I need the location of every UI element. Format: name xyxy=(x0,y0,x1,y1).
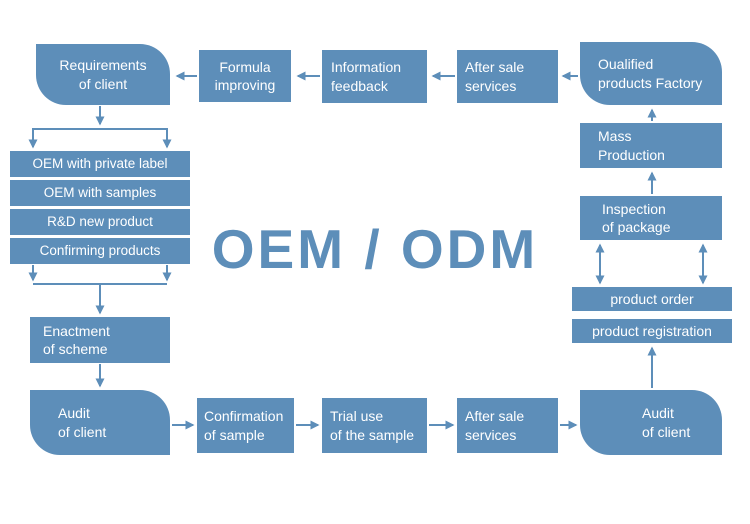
node-after-sale-services-bottom: After sale services xyxy=(457,398,558,453)
node-formula-improving: Formula improving xyxy=(199,50,291,102)
node-inspection-of-package: Inspection of package xyxy=(580,196,722,240)
node-label: Information feedback xyxy=(331,59,402,94)
node-label: Confirmation of sample xyxy=(204,408,284,443)
node-rd-new-product: R&D new product xyxy=(10,209,190,235)
node-label: After sale services xyxy=(465,408,525,443)
node-label: product registration xyxy=(592,322,712,339)
node-label: Trial use of the sample xyxy=(330,408,415,443)
node-label: Formula improving xyxy=(214,58,276,93)
node-confirming-products: Confirming products xyxy=(10,238,190,264)
node-mass-production: Mass Production xyxy=(580,123,722,168)
node-product-registration: product registration xyxy=(572,319,732,343)
node-information-feedback: Information feedback xyxy=(322,50,427,103)
node-label: After sale services xyxy=(465,59,525,94)
node-after-sale-services-top: After sale services xyxy=(457,50,558,103)
node-label: product order xyxy=(610,290,694,307)
node-product-order: product order xyxy=(572,287,732,311)
node-label: OEM with private label xyxy=(32,156,168,172)
node-label: OEM with samples xyxy=(43,185,157,201)
node-label: Mass Production xyxy=(598,128,665,163)
node-confirmation-of-sample: Confirmation of sample xyxy=(197,398,294,453)
node-label: Confirming products xyxy=(39,243,161,259)
node-oem-with-samples: OEM with samples xyxy=(10,180,190,206)
node-audit-of-client-right: Audit of client xyxy=(580,390,722,455)
node-label: Requirements of client xyxy=(59,57,147,92)
node-requirements-of-client: Requirements of client xyxy=(36,44,170,105)
node-oem-private-label: OEM with private label xyxy=(10,151,190,177)
node-trial-use-of-sample: Trial use of the sample xyxy=(322,398,427,453)
node-enactment-of-scheme: Enactment of scheme xyxy=(30,317,170,363)
node-label: Inspection of package xyxy=(602,200,671,235)
node-label: R&D new product xyxy=(47,214,153,230)
node-label: Oualified products Factory xyxy=(598,56,703,91)
node-label: Audit of client xyxy=(58,405,107,440)
diagram-title: OEM / ODM xyxy=(211,218,539,280)
node-label: Audit of client xyxy=(642,405,691,440)
node-label: Enactment of scheme xyxy=(43,322,110,357)
node-audit-of-client-left: Audit of client xyxy=(30,390,170,455)
node-qualified-products-factory: Oualified products Factory xyxy=(580,42,722,105)
